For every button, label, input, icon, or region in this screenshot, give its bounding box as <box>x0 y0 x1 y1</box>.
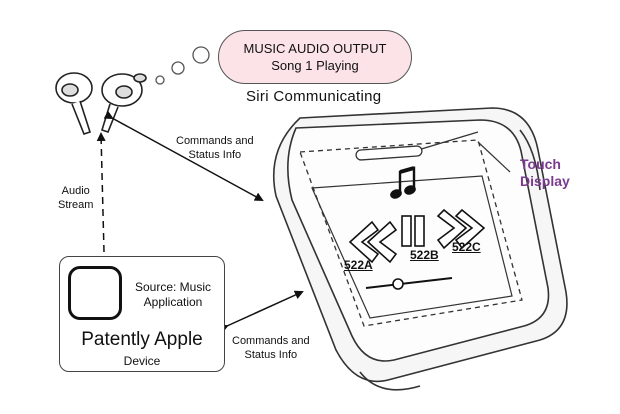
arrow-commands-bottom <box>218 290 304 333</box>
audio-stream-label: Audio Stream <box>58 185 94 211</box>
source-label: Source: Music Application <box>134 280 212 309</box>
screen-pointer <box>417 131 479 151</box>
arrow-audio-stream <box>96 132 106 253</box>
progress-knob[interactable] <box>392 278 404 290</box>
touch-display-screen <box>311 175 513 319</box>
siri-label: Siri Communicating <box>246 88 382 105</box>
arrow-commands-top <box>103 110 264 201</box>
label-522c: 522C <box>452 240 481 254</box>
touch-display-leader <box>477 141 511 173</box>
rewind-icon[interactable] <box>348 220 398 264</box>
pause-icon[interactable] <box>401 215 425 247</box>
earbuds-icon <box>55 72 147 135</box>
speaker-slot <box>355 145 423 161</box>
label-522a: 522A <box>344 258 373 272</box>
commands-label-bottom: Commands and Status Info <box>232 335 310 361</box>
music-output-bubble: MUSIC AUDIO OUTPUT Song 1 Playing <box>218 30 412 84</box>
commands-label-top: Commands and Status Info <box>176 135 254 161</box>
music-note-icon <box>390 166 416 199</box>
forward-icon[interactable] <box>436 208 486 250</box>
brand-label: Patently Apple <box>81 329 203 350</box>
touch-display-outline <box>299 139 523 327</box>
touch-display-label: Touch Display <box>520 156 570 189</box>
label-522b: 522B <box>410 248 439 262</box>
bubble-title: MUSIC AUDIO OUTPUT <box>243 41 387 56</box>
thought-dots <box>155 46 210 85</box>
progress-bar[interactable] <box>365 277 453 290</box>
music-app-icon[interactable] <box>68 266 122 320</box>
bubble-status: Song 1 Playing <box>271 58 359 73</box>
device-caption: Device <box>123 354 161 368</box>
